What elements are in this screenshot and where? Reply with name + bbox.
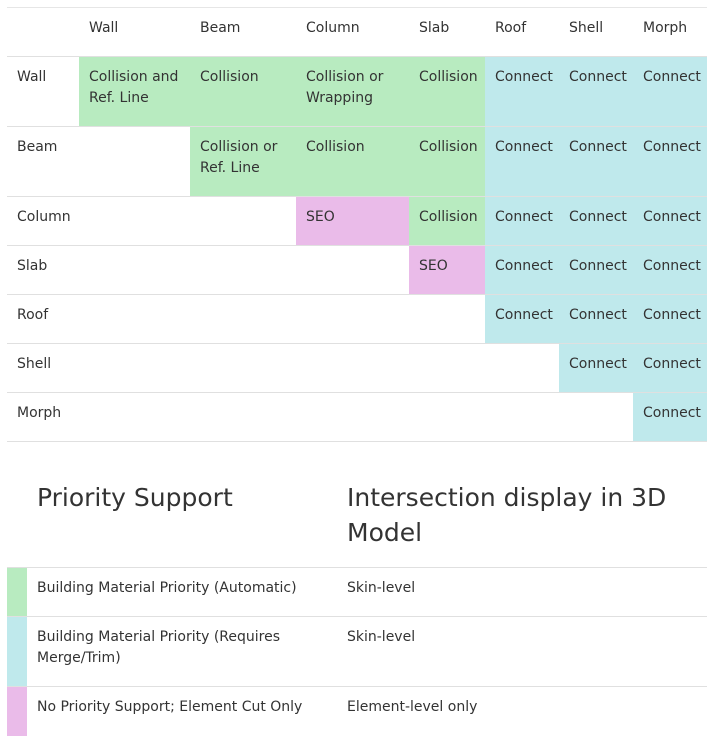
legend-swatch-pink	[7, 686, 27, 736]
matrix-header-row: Wall Beam Column Slab Roof Shell Morph	[7, 7, 707, 57]
cell-wall-column: Collision or Wrapping	[296, 56, 409, 127]
cell-beam-roof: Connect	[485, 126, 559, 197]
cell-empty	[190, 295, 296, 344]
matrix-row-column: Column SEO Collision Connect Connect Con…	[7, 196, 707, 246]
cell-slab-morph: Connect	[633, 245, 707, 295]
row-header-roof: Roof	[17, 307, 49, 323]
matrix-row-wall: Wall Collision and Ref. Line Collision C…	[7, 56, 707, 127]
cell-empty	[190, 197, 296, 246]
matrix-row-roof: Roof Connect Connect Connect	[7, 294, 707, 344]
cell-wall-slab: Collision	[409, 56, 485, 127]
column-header-shell: Shell	[559, 7, 633, 57]
cell-column-slab: Collision	[409, 196, 485, 246]
column-header-beam: Beam	[190, 7, 296, 57]
column-header-wall: Wall	[79, 7, 190, 57]
cell-shell-shell: Connect	[559, 343, 633, 393]
cell-empty	[409, 393, 485, 442]
cell-empty	[79, 127, 190, 197]
column-header-roof: Roof	[485, 7, 559, 57]
legend-heading-display: Intersection display in 3D Model	[347, 483, 667, 547]
column-header-morph: Morph	[633, 7, 707, 57]
cell-empty	[296, 295, 409, 344]
legend-row-automatic: Building Material Priority (Automatic) S…	[7, 567, 707, 617]
cell-beam-beam: Collision or Ref. Line	[190, 126, 296, 197]
cell-empty	[79, 344, 190, 393]
cell-beam-shell: Connect	[559, 126, 633, 197]
cell-column-morph: Connect	[633, 196, 707, 246]
cell-column-column: SEO	[296, 196, 409, 246]
cell-wall-wall: Collision and Ref. Line	[79, 56, 190, 127]
cell-empty	[190, 246, 296, 295]
legend-table: Building Material Priority (Automatic) S…	[7, 567, 707, 736]
cell-column-shell: Connect	[559, 196, 633, 246]
cell-empty	[485, 344, 559, 393]
cell-slab-slab: SEO	[409, 245, 485, 295]
cell-empty	[296, 344, 409, 393]
legend-swatch-green	[7, 567, 27, 617]
cell-roof-roof: Connect	[485, 294, 559, 344]
legend-heading-priority: Priority Support	[37, 483, 233, 512]
cell-roof-shell: Connect	[559, 294, 633, 344]
cell-wall-shell: Connect	[559, 56, 633, 127]
cell-empty	[296, 246, 409, 295]
legend-display-label: Skin-level	[347, 629, 416, 645]
cell-roof-morph: Connect	[633, 294, 707, 344]
cell-empty	[79, 295, 190, 344]
cell-empty	[296, 393, 409, 442]
cell-empty	[79, 393, 190, 442]
cell-slab-roof: Connect	[485, 245, 559, 295]
cell-column-roof: Connect	[485, 196, 559, 246]
legend-row-element-cut: No Priority Support; Element Cut Only El…	[7, 686, 707, 736]
row-header-shell: Shell	[17, 356, 52, 372]
legend-priority-label: Building Material Priority (Automatic)	[37, 580, 297, 596]
matrix-row-beam: Beam Collision or Ref. Line Collision Co…	[7, 126, 707, 197]
cell-empty	[409, 344, 485, 393]
cell-empty	[190, 393, 296, 442]
cell-shell-morph: Connect	[633, 343, 707, 393]
legend-header: Priority Support Intersection display in…	[7, 470, 707, 567]
cell-empty	[79, 197, 190, 246]
cell-wall-roof: Connect	[485, 56, 559, 127]
row-header-column: Column	[17, 209, 71, 225]
row-header-beam: Beam	[17, 139, 58, 155]
matrix-row-slab: Slab SEO Connect Connect Connect	[7, 245, 707, 295]
legend-priority-label: No Priority Support; Element Cut Only	[37, 699, 303, 715]
column-header-slab: Slab	[409, 7, 485, 57]
cell-empty	[485, 393, 559, 442]
cell-beam-slab: Collision	[409, 126, 485, 197]
cell-morph-morph: Connect	[633, 392, 707, 442]
cell-wall-morph: Connect	[633, 56, 707, 127]
matrix-corner-cell	[7, 7, 79, 57]
cell-empty	[190, 344, 296, 393]
row-header-slab: Slab	[17, 258, 48, 274]
intersection-matrix: Wall Beam Column Slab Roof Shell Morph W…	[7, 7, 707, 442]
row-header-morph: Morph	[17, 405, 62, 421]
row-header-wall: Wall	[17, 69, 47, 85]
legend-display-label: Element-level only	[347, 699, 478, 715]
matrix-row-shell: Shell Connect Connect	[7, 343, 707, 393]
cell-slab-shell: Connect	[559, 245, 633, 295]
cell-empty	[79, 246, 190, 295]
cell-empty	[559, 393, 633, 442]
matrix-row-morph: Morph Connect	[7, 392, 707, 442]
cell-wall-beam: Collision	[190, 56, 296, 127]
legend-priority-label: Building Material Priority (Requires Mer…	[37, 629, 281, 666]
legend-display-label: Skin-level	[347, 580, 416, 596]
cell-empty	[409, 295, 485, 344]
legend-swatch-cyan	[7, 616, 27, 687]
legend-row-merge-trim: Building Material Priority (Requires Mer…	[7, 616, 707, 687]
cell-beam-column: Collision	[296, 126, 409, 197]
column-header-column: Column	[296, 7, 409, 57]
cell-beam-morph: Connect	[633, 126, 707, 197]
